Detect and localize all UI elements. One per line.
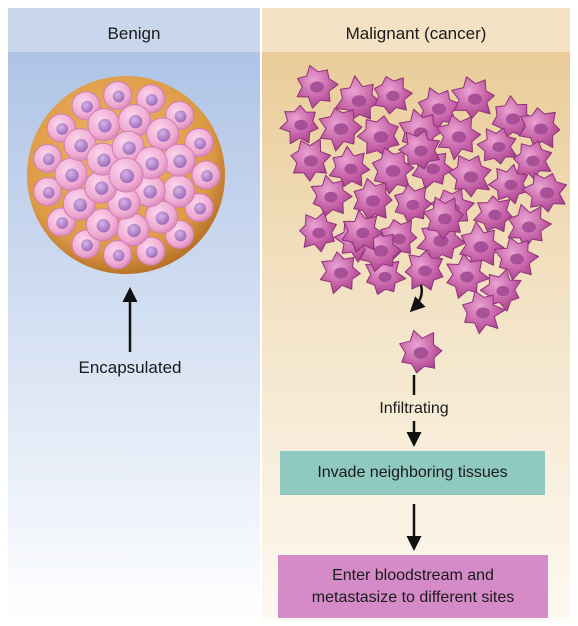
benign-cell — [136, 84, 166, 114]
cancer-cell — [399, 329, 443, 374]
cancer-cell — [436, 114, 481, 161]
benign-cell — [54, 157, 88, 191]
benign-cell — [85, 208, 119, 242]
cancer-cell — [462, 290, 506, 335]
benign-cell — [184, 127, 214, 157]
invade-step: Invade neighboring tissues — [280, 451, 545, 495]
cancer-cell — [299, 211, 337, 253]
cancer-cell — [493, 236, 539, 281]
cancer-cell — [422, 196, 464, 240]
benign-cell — [108, 157, 144, 193]
cancer-cell — [521, 172, 568, 213]
benign-cell — [103, 80, 133, 110]
cancer-cell — [398, 130, 440, 170]
metastasize-step: Enter bloodstream and metastasize to dif… — [278, 555, 548, 618]
malignant-cell-cluster — [279, 65, 568, 374]
cancer-cell — [459, 221, 505, 270]
infiltrating-label: Infiltrating — [379, 400, 449, 417]
cancer-cell — [476, 127, 518, 165]
cancer-cell — [451, 76, 495, 119]
benign-cell — [118, 104, 152, 138]
cancer-cell — [341, 209, 384, 253]
cancer-cell — [488, 163, 529, 205]
cancer-cell — [512, 140, 553, 181]
benign-cell — [136, 236, 166, 266]
benign-cell — [134, 146, 168, 180]
cancer-cell — [507, 203, 552, 250]
malignant-panel — [262, 8, 570, 620]
benign-cell — [33, 143, 63, 173]
cancer-cell — [448, 155, 492, 198]
benign-cell — [146, 117, 180, 151]
cancer-cell — [374, 76, 413, 115]
benign-cell — [107, 186, 141, 220]
invade-box-bg — [280, 451, 545, 495]
benign-cell — [162, 143, 196, 177]
cancer-cell — [296, 65, 339, 109]
benign-cell-cluster — [33, 80, 221, 270]
cancer-cell — [411, 144, 454, 190]
cancer-cell — [371, 147, 415, 195]
cancer-cell — [310, 174, 353, 217]
detach-arrow — [409, 284, 426, 313]
cancer-cell — [290, 138, 332, 182]
cancer-cell — [319, 251, 361, 294]
cancer-cell — [328, 145, 371, 187]
benign-header-bar — [8, 8, 260, 52]
cancer-cell — [353, 178, 393, 220]
metastasize-step-line1: Enter bloodstream and — [332, 566, 494, 584]
metastasize-box-bg — [278, 555, 548, 618]
cancer-cell — [394, 183, 433, 223]
cancer-cell — [518, 107, 561, 149]
benign-header: Benign — [107, 24, 161, 43]
benign-cell — [33, 177, 63, 207]
benign-cell — [144, 200, 178, 234]
benign-tumor — [27, 76, 225, 274]
malignant-header: Malignant (cancer) — [345, 24, 487, 43]
malignant-header-bar — [262, 8, 570, 52]
cancer-cell — [491, 95, 534, 140]
benign-cell — [191, 160, 221, 190]
benign-cell — [87, 108, 121, 142]
cancer-cell — [356, 115, 400, 157]
cancer-cell — [279, 104, 319, 145]
cancer-cell — [446, 253, 490, 299]
encapsulated-label: Encapsulated — [78, 358, 182, 377]
invade-step-text: Invade neighboring tissues — [317, 464, 508, 481]
metastasize-step-line2: metastasize to different sites — [311, 588, 515, 606]
cancer-cell — [318, 107, 363, 152]
cancer-cell — [473, 195, 513, 232]
cancer-cell — [404, 250, 444, 291]
benign-cell — [111, 130, 145, 164]
benign-cell — [103, 240, 133, 270]
